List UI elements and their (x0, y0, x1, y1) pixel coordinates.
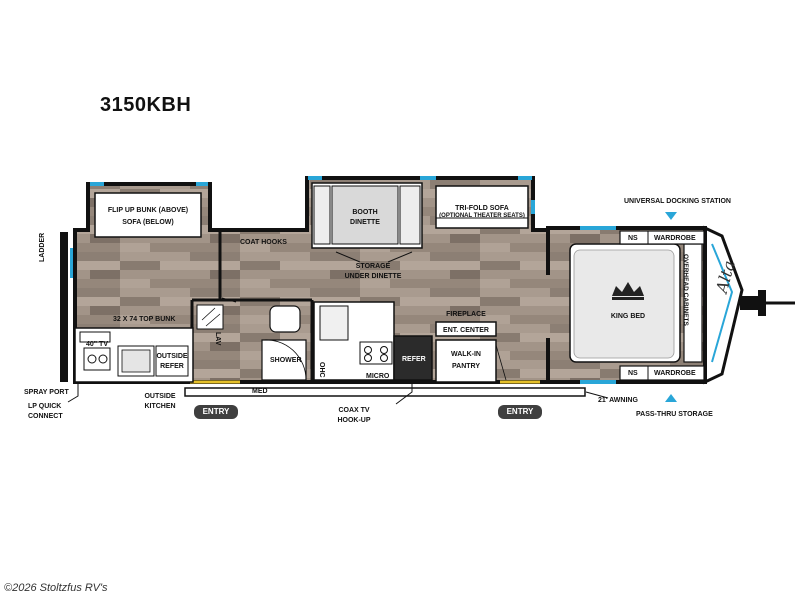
ladder-window (70, 248, 74, 278)
leader-spray (67, 382, 79, 403)
optional-theater-label: (OPTIONAL THEATER SEATS) (439, 213, 525, 219)
sofa-below-label: SOFA (BELOW) (122, 219, 174, 226)
walk-in-label: WALK-IN (451, 351, 481, 358)
outside-refer-label: OUTSIDE (156, 353, 188, 360)
crown-icon (612, 282, 644, 296)
top-bunk-label: 32 X 74 TOP BUNK (113, 316, 176, 323)
spray-port-label: SPRAY PORT (24, 389, 69, 396)
king-bed-label: KING BED (610, 313, 646, 320)
wardrobe-top-label: WARDROBE (654, 235, 696, 242)
ns-top-label: NS (628, 235, 638, 242)
kitchen-label: KITCHEN (144, 403, 176, 410)
dinette-table (331, 185, 399, 245)
med-label: MED (252, 388, 268, 395)
kitchen-sink (319, 305, 349, 341)
flip-up-bunk-label: FLIP UP BUNK (ABOVE) (107, 207, 189, 214)
docking-arrow-icon (665, 212, 677, 220)
lav-label: LAV (214, 332, 221, 346)
outside-kitchen-label: OUTSIDE (144, 393, 176, 400)
dinette-seat-right (399, 185, 421, 245)
pass-thru-arrow-icon (665, 394, 677, 402)
booth-label: BOOTH (352, 209, 378, 216)
kitchen-counter (313, 301, 395, 381)
shower-label: SHOWER (270, 357, 302, 364)
outside-refer (155, 345, 189, 377)
tri-fold-sofa (435, 185, 529, 229)
pantry-label: PANTRY (452, 363, 480, 370)
tri-fold-sofa-label: TRI-FOLD SOFA (455, 205, 509, 212)
fireplace-unit (435, 321, 497, 337)
ladder (60, 232, 68, 382)
awning-label: 21' AWNING (598, 397, 638, 404)
coax-tv-label: COAX TV (338, 407, 370, 414)
leader-storage (335, 251, 361, 263)
overhead-cabinets-label: OVERHEAD CABINETS (682, 254, 689, 326)
tv-outline (79, 331, 111, 343)
stove (359, 341, 393, 365)
wardrobe-top (619, 230, 705, 245)
refer-box (393, 335, 433, 381)
refer-label: REFER (402, 356, 426, 363)
ladder-label: LADDER (39, 232, 46, 262)
connect-label: CONNECT (28, 413, 63, 420)
ent-center-label: ENT. CENTER (443, 327, 489, 334)
lav-sink (196, 304, 224, 330)
coat-hooks-label: COAT HOOKS (240, 239, 287, 246)
entry-door-2: ENTRY (498, 405, 542, 419)
hook-up-label: HOOK-UP (337, 417, 371, 424)
universal-docking-label: UNIVERSAL DOCKING STATION (624, 198, 731, 205)
front-cap-blue (711, 243, 734, 363)
model-number: 3150KBH (100, 94, 192, 116)
under-dinette-label: UNDER DINETTE (344, 273, 402, 280)
dinette-label: DINETTE (350, 219, 380, 226)
flip-up-bunk (94, 192, 202, 238)
pass-thru-label: PASS-THRU STORAGE (636, 411, 713, 418)
wardrobe-bottom (619, 365, 705, 381)
front-cap (703, 225, 744, 385)
leader-bunk (221, 297, 237, 303)
awning-leader (585, 391, 609, 399)
walk-in-pantry (435, 339, 497, 383)
dinette-seat-left (313, 185, 331, 245)
bed-blanket (573, 249, 675, 359)
outer-wall (73, 176, 707, 384)
entry-door-1: ENTRY (194, 405, 238, 419)
ohc-label: OHC (318, 362, 325, 378)
wardrobe-bottom-label: WARDROBE (654, 370, 696, 377)
ns-bottom-label: NS (628, 370, 638, 377)
toilet (269, 305, 301, 333)
lp-quick-label: LP QUICK (28, 403, 62, 410)
watermark: ©2026 Stoltzfus RV's (4, 582, 108, 594)
awning-bar (184, 387, 586, 397)
storage-label: STORAGE (355, 263, 391, 270)
micro-label: MICRO (366, 373, 390, 380)
outside-refer-label-2: REFER (160, 363, 184, 370)
tv-label: 40" TV (86, 341, 108, 348)
leader-coax (395, 380, 413, 405)
fireplace-label: FIREPLACE (446, 311, 486, 318)
cooktop (83, 347, 111, 371)
